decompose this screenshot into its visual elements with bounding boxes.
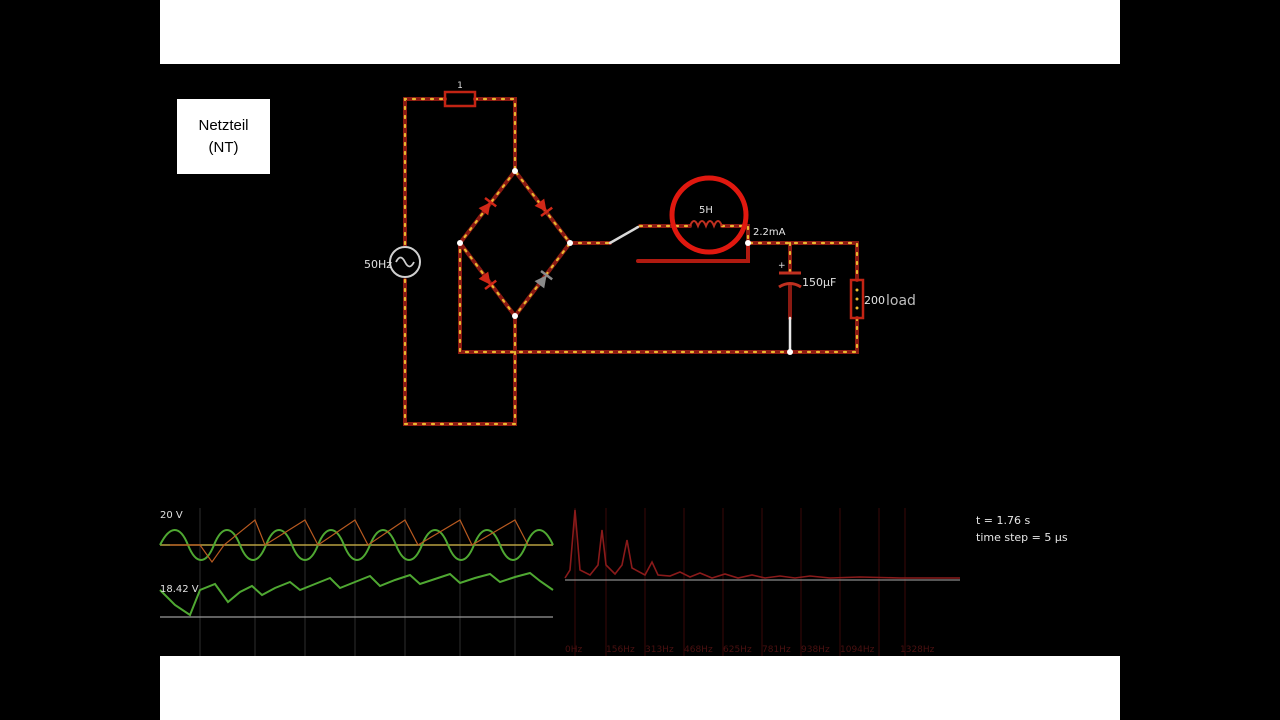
fuse-label: 1 — [457, 81, 463, 91]
freq-label-8: 1328Hz — [900, 645, 935, 655]
bridge-diodes[interactable] — [478, 196, 553, 291]
voltage-scope[interactable]: 20 V 18.42 V — [159, 508, 555, 656]
scope-voltage-top: 20 V — [160, 510, 183, 521]
capacitor-label: 150µF — [802, 276, 836, 289]
inductor-label: 5H — [699, 205, 713, 216]
ac-source[interactable] — [389, 246, 421, 278]
diode-2 — [534, 198, 553, 218]
wires — [403, 97, 859, 426]
highlight-circle — [669, 175, 749, 255]
freq-label-4: 625Hz — [723, 645, 752, 655]
label-line-1: Netzteil — [198, 116, 249, 134]
slide-top-band — [160, 0, 1120, 64]
inductor[interactable] — [689, 220, 723, 229]
resistor-value: 200 — [864, 294, 885, 307]
sim-timestep-label: time step = 5 µs — [976, 531, 1068, 544]
diode-1 — [478, 196, 497, 216]
load-resistor[interactable] — [849, 278, 865, 320]
diode-3 — [478, 271, 497, 291]
sim-time-label: t = 1.76 s — [976, 514, 1031, 527]
netzteil-label-box: Netzteil (NT) — [177, 99, 270, 174]
fuse[interactable] — [443, 90, 477, 108]
freq-label-1: 156Hz — [606, 645, 635, 655]
freq-label-0: 0Hz — [565, 645, 582, 655]
spectrum-scope[interactable]: 0Hz 156Hz 313Hz 468Hz 625Hz 781Hz 938Hz … — [564, 508, 960, 656]
switch-lever — [608, 225, 640, 245]
freq-label-3: 468Hz — [684, 645, 713, 655]
freq-label-7: 1094Hz — [840, 645, 875, 655]
resistor-name: load — [886, 293, 916, 309]
freq-label-5: 781Hz — [762, 645, 791, 655]
source-label: 50Hz — [364, 258, 392, 271]
slide-bottom-band — [160, 656, 1120, 720]
capacitor-polarity: + — [778, 261, 786, 271]
current-label: 2.2mA — [753, 227, 786, 238]
freq-label-2: 313Hz — [645, 645, 674, 655]
junction-dots — [457, 168, 793, 355]
scope-voltage-bottom: 18.42 V — [160, 584, 199, 595]
capacitor[interactable] — [778, 271, 802, 289]
label-line-2: (NT) — [208, 138, 239, 156]
freq-label-6: 938Hz — [801, 645, 830, 655]
diode-4 — [534, 269, 553, 289]
